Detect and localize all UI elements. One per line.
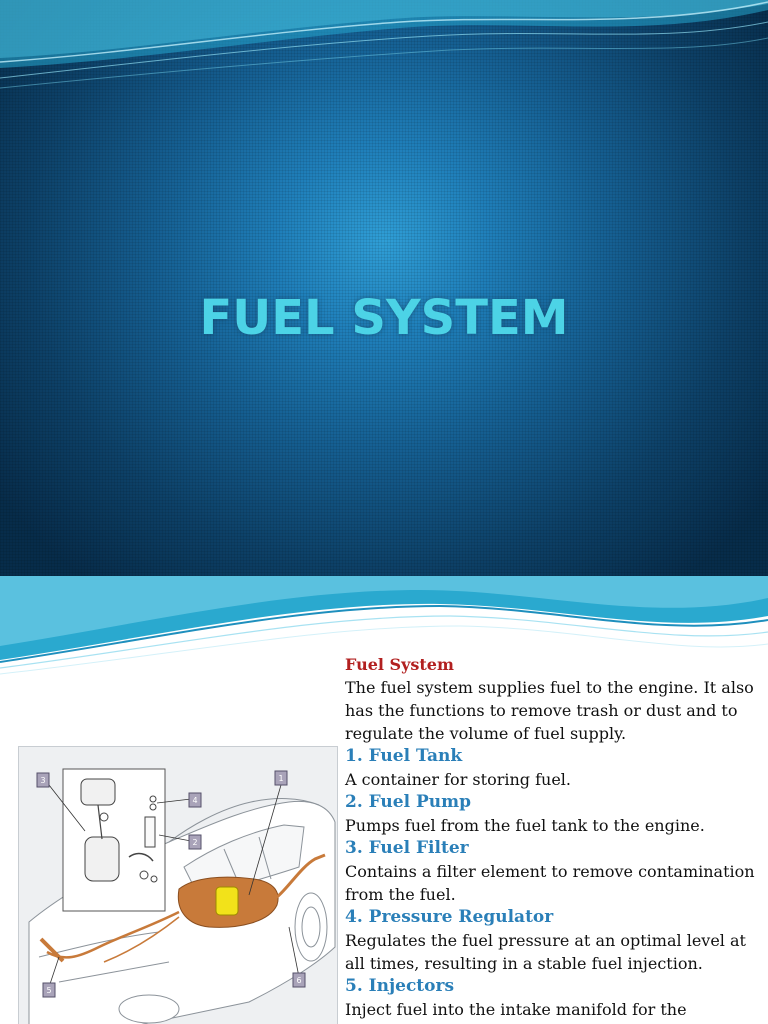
item-title-injectors: 5. Injectors	[345, 976, 455, 996]
content-slide: 3 1 4 2 5 6 Fuel Sy	[0, 576, 768, 1024]
item-title-fuel-pump: 2. Fuel Pump	[345, 792, 472, 812]
item-desc-fuel-filter: Contains a filter element to remove cont…	[345, 862, 755, 904]
callout-5: 5	[42, 982, 56, 998]
item-desc-pressure-regulator: Regulates the fuel pressure at an optima…	[345, 931, 746, 973]
callout-3: 3	[36, 772, 50, 788]
item-title-fuel-tank: 1. Fuel Tank	[345, 746, 463, 766]
svg-text:4: 4	[192, 796, 197, 805]
item-desc-fuel-pump: Pumps fuel from the fuel tank to the eng…	[345, 816, 705, 835]
item-desc-injectors: Inject fuel into the intake manifold for…	[345, 1000, 687, 1019]
callout-4: 4	[188, 792, 202, 808]
slide-title: FUEL SYSTEM	[199, 290, 569, 346]
svg-text:1: 1	[278, 774, 283, 783]
svg-text:2: 2	[192, 838, 197, 847]
fuel-system-description: Fuel System The fuel system supplies fue…	[345, 653, 755, 1021]
car-fuel-system-illustration: 3 1 4 2 5 6	[28, 768, 336, 1024]
svg-text:6: 6	[296, 976, 301, 985]
svg-text:3: 3	[40, 776, 45, 785]
section-heading: Fuel System	[345, 655, 454, 674]
title-slide: FUEL SYSTEM	[0, 0, 768, 576]
item-title-fuel-filter: 3. Fuel Filter	[345, 838, 469, 858]
callout-1: 1	[274, 770, 288, 786]
svg-text:5: 5	[46, 986, 51, 995]
item-desc-fuel-tank: A container for storing fuel.	[345, 770, 571, 789]
header-wave-decoration	[0, 576, 768, 675]
top-wave-decoration	[0, 0, 768, 89]
intro-paragraph: The fuel system supplies fuel to the eng…	[345, 678, 754, 743]
fuel-system-diagram: 3 1 4 2 5 6	[18, 746, 338, 1024]
callout-2: 2	[188, 834, 202, 850]
item-title-pressure-regulator: 4. Pressure Regulator	[345, 907, 554, 927]
background-texture	[0, 0, 768, 576]
callout-6: 6	[292, 972, 306, 988]
